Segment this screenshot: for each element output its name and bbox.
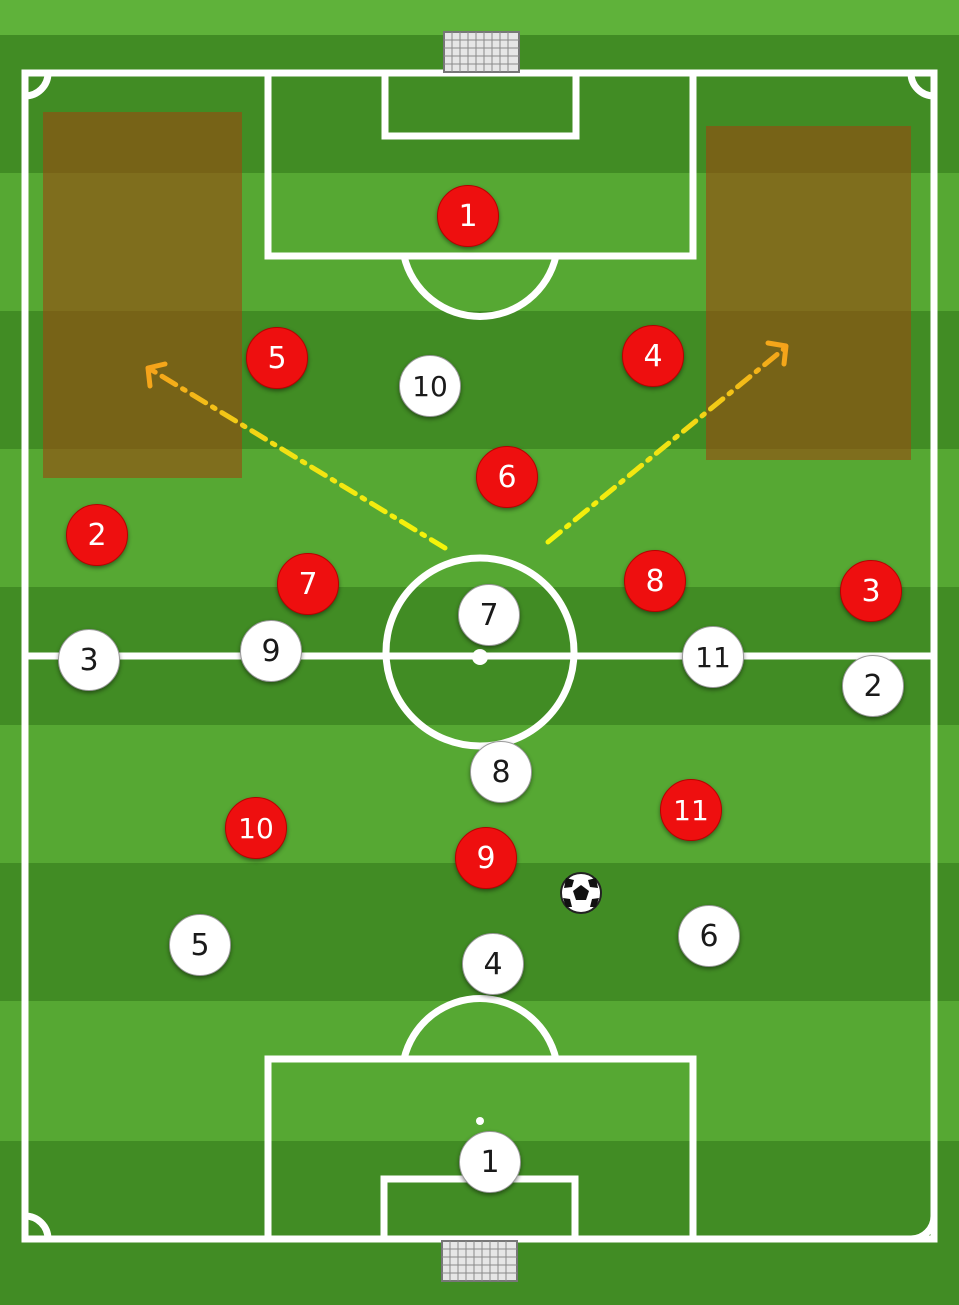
red-player-11[interactable]: 11 <box>660 779 722 841</box>
right-wing-zone <box>706 126 911 460</box>
red-player-5[interactable]: 5 <box>246 327 308 389</box>
white-player-7[interactable]: 7 <box>458 584 520 646</box>
white-player-5[interactable]: 5 <box>169 914 231 976</box>
red-player-7[interactable]: 7 <box>277 553 339 615</box>
red-player-3[interactable]: 3 <box>840 560 902 622</box>
corner-arc-bottom-left <box>24 1212 52 1240</box>
penalty-spot-bottom <box>476 1117 484 1125</box>
bottom-penalty-arc <box>400 995 560 1060</box>
white-player-6[interactable]: 6 <box>678 905 740 967</box>
red-player-9[interactable]: 9 <box>455 827 517 889</box>
corner-arc-top-right <box>907 72 935 100</box>
white-player-8[interactable]: 8 <box>470 741 532 803</box>
arrow-to-left-zone <box>145 361 448 551</box>
white-player-4[interactable]: 4 <box>462 933 524 995</box>
red-player-8[interactable]: 8 <box>624 550 686 612</box>
red-player-2[interactable]: 2 <box>66 504 128 566</box>
soccer-ball-icon <box>560 872 602 914</box>
top-penalty-arc <box>400 255 560 320</box>
red-player-1[interactable]: 1 <box>437 185 499 247</box>
top-goal <box>443 31 520 73</box>
white-player-2[interactable]: 2 <box>842 655 904 717</box>
white-player-1[interactable]: 1 <box>459 1131 521 1193</box>
center-spot <box>472 649 488 665</box>
center-circle <box>382 554 578 750</box>
corner-arc-bottom-right <box>910 1215 938 1243</box>
arrow-to-right-zone <box>545 340 789 545</box>
bottom-goal <box>441 1240 518 1282</box>
white-player-11[interactable]: 11 <box>682 626 744 688</box>
red-player-10[interactable]: 10 <box>225 797 287 859</box>
red-player-6[interactable]: 6 <box>476 446 538 508</box>
white-player-9[interactable]: 9 <box>240 620 302 682</box>
red-player-4[interactable]: 4 <box>622 325 684 387</box>
left-wing-zone <box>43 112 242 478</box>
white-player-3[interactable]: 3 <box>58 629 120 691</box>
corner-arc-top-left <box>24 72 52 100</box>
white-player-10[interactable]: 10 <box>399 355 461 417</box>
